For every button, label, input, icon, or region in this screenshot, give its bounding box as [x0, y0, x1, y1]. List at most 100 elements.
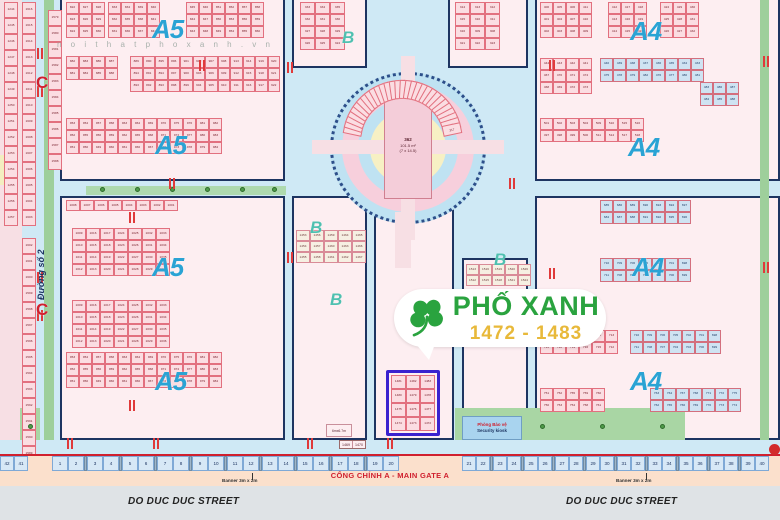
booth-cell[interactable]: 509: [592, 118, 605, 130]
booth-cell[interactable]: 1456: [310, 230, 324, 241]
booth-cell[interactable]: 483: [700, 82, 713, 94]
booth-cell[interactable]: 844: [186, 14, 199, 26]
booth-cell[interactable]: 478: [613, 70, 626, 82]
booth-cell[interactable]: 835: [121, 14, 134, 26]
booth-cell[interactable]: 1034: [156, 312, 170, 324]
booth-cell[interactable]: 761: [592, 400, 605, 412]
booth-cell[interactable]: 1454: [296, 241, 310, 252]
booth-cell[interactable]: 911: [230, 80, 243, 92]
booth-cell[interactable]: 687: [613, 212, 626, 224]
booth-cell[interactable]: 1255: [4, 178, 18, 194]
booth-cell[interactable]: 970: [157, 352, 170, 364]
booth-cell[interactable]: 829: [92, 14, 105, 26]
booth-cell[interactable]: 770: [702, 400, 715, 412]
parking-slot[interactable]: 26: [538, 456, 552, 471]
booth-cell[interactable]: 1249: [4, 82, 18, 98]
booth-cell[interactable]: 1010: [72, 240, 86, 252]
parking-slot[interactable]: 12: [243, 456, 259, 471]
booth-cell[interactable]: 500: [579, 130, 592, 142]
booth-cell[interactable]: 1581: [48, 42, 62, 58]
parking-slot[interactable]: 20: [383, 456, 399, 471]
booth-cell[interactable]: 405: [553, 2, 566, 14]
booth-cell[interactable]: 1453: [296, 230, 310, 241]
booth-cell[interactable]: 751: [540, 388, 553, 400]
booth-cell[interactable]: 431: [686, 14, 699, 26]
booth-cell[interactable]: 972: [157, 142, 170, 154]
booth-cell[interactable]: 335: [330, 2, 345, 14]
booth-cell[interactable]: 426: [660, 26, 673, 38]
booth-cell[interactable]: 954: [79, 352, 92, 364]
booth-cell[interactable]: 979: [196, 376, 209, 388]
booth-cell[interactable]: 887: [105, 56, 118, 68]
booth-cell[interactable]: 1247: [4, 50, 18, 66]
booth-cell[interactable]: 775: [728, 388, 741, 400]
booth-cell[interactable]: 1028: [128, 264, 142, 276]
booth-cell[interactable]: 711: [630, 342, 643, 354]
booth-cell[interactable]: 975: [170, 118, 183, 130]
booth-cell[interactable]: 972: [157, 376, 170, 388]
booth-cell[interactable]: 430: [686, 2, 699, 14]
booth-cell[interactable]: 709: [643, 330, 656, 342]
booth-cell[interactable]: 706: [626, 258, 639, 270]
booth-cell[interactable]: 487: [726, 82, 739, 94]
booth-cell[interactable]: 858: [251, 2, 264, 14]
booth-cell[interactable]: 470: [553, 70, 566, 82]
booth-cell[interactable]: 484: [700, 94, 713, 106]
booth-cell[interactable]: 881: [66, 68, 79, 80]
booth-cell[interactable]: 501: [540, 118, 553, 130]
booth-cell[interactable]: 432: [686, 26, 699, 38]
parking-slot[interactable]: 42: [0, 456, 14, 471]
booth-cell[interactable]: 1020: [100, 336, 114, 348]
booth-cell[interactable]: 1013: [86, 264, 100, 276]
booth-range-callout[interactable]: PHỐ XANH 1472 - 1483: [394, 289, 606, 360]
booth-cell[interactable]: 1254: [4, 162, 18, 178]
booth-cell[interactable]: 312: [485, 2, 500, 14]
highlighted-booth-cell[interactable]: 1477: [420, 403, 435, 417]
map-canvas[interactable]: 362 101.5 m² (7 x 14.5) 3463453443433423…: [0, 0, 780, 462]
booth-cell[interactable]: 910: [217, 80, 230, 92]
booth-cell[interactable]: 710: [630, 330, 643, 342]
booth-cell[interactable]: 772: [715, 388, 728, 400]
booth-cell[interactable]: 323: [485, 38, 500, 50]
booth-cell[interactable]: 703: [652, 270, 665, 282]
booth-cell[interactable]: 1600: [22, 270, 36, 286]
booth-cell[interactable]: 428: [673, 14, 686, 26]
booth-cell[interactable]: 401: [540, 14, 553, 26]
booth-cell[interactable]: 707: [626, 270, 639, 282]
booth-cell[interactable]: 1252: [4, 130, 18, 146]
booth-cell[interactable]: 411: [579, 2, 592, 14]
booth-cell[interactable]: 763: [650, 388, 663, 400]
booth-cell[interactable]: 857: [238, 2, 251, 14]
booth-cell[interactable]: 970: [157, 118, 170, 130]
booth-cell[interactable]: 309: [470, 26, 485, 38]
booth-cell[interactable]: 420: [634, 26, 647, 38]
booth-cell[interactable]: 709: [613, 258, 626, 270]
booth-cell[interactable]: 1579: [48, 10, 62, 26]
parking-slot[interactable]: 15: [297, 456, 313, 471]
booth-cell[interactable]: 843: [186, 26, 199, 38]
booth-cell[interactable]: 1006: [94, 200, 108, 211]
booth-cell[interactable]: 984: [209, 142, 222, 154]
booth-cell[interactable]: 504: [579, 118, 592, 130]
booth-cell[interactable]: 429: [673, 2, 686, 14]
booth-cell[interactable]: 981: [196, 352, 209, 364]
booth-cell[interactable]: 912: [230, 68, 243, 80]
booth-cell[interactable]: 1246: [4, 34, 18, 50]
booth-cell[interactable]: 1031: [142, 312, 156, 324]
booth-cell[interactable]: 889: [130, 56, 143, 68]
booth-cell[interactable]: 1005: [108, 200, 122, 211]
booth-cell[interactable]: 891: [142, 68, 155, 80]
booth-cell[interactable]: 686: [613, 200, 626, 212]
booth-cell[interactable]: 1030: [142, 324, 156, 336]
booth-cell[interactable]: 915: [242, 68, 255, 80]
booth-cell[interactable]: 977: [183, 364, 196, 376]
parking-slot[interactable]: 5: [122, 456, 138, 471]
